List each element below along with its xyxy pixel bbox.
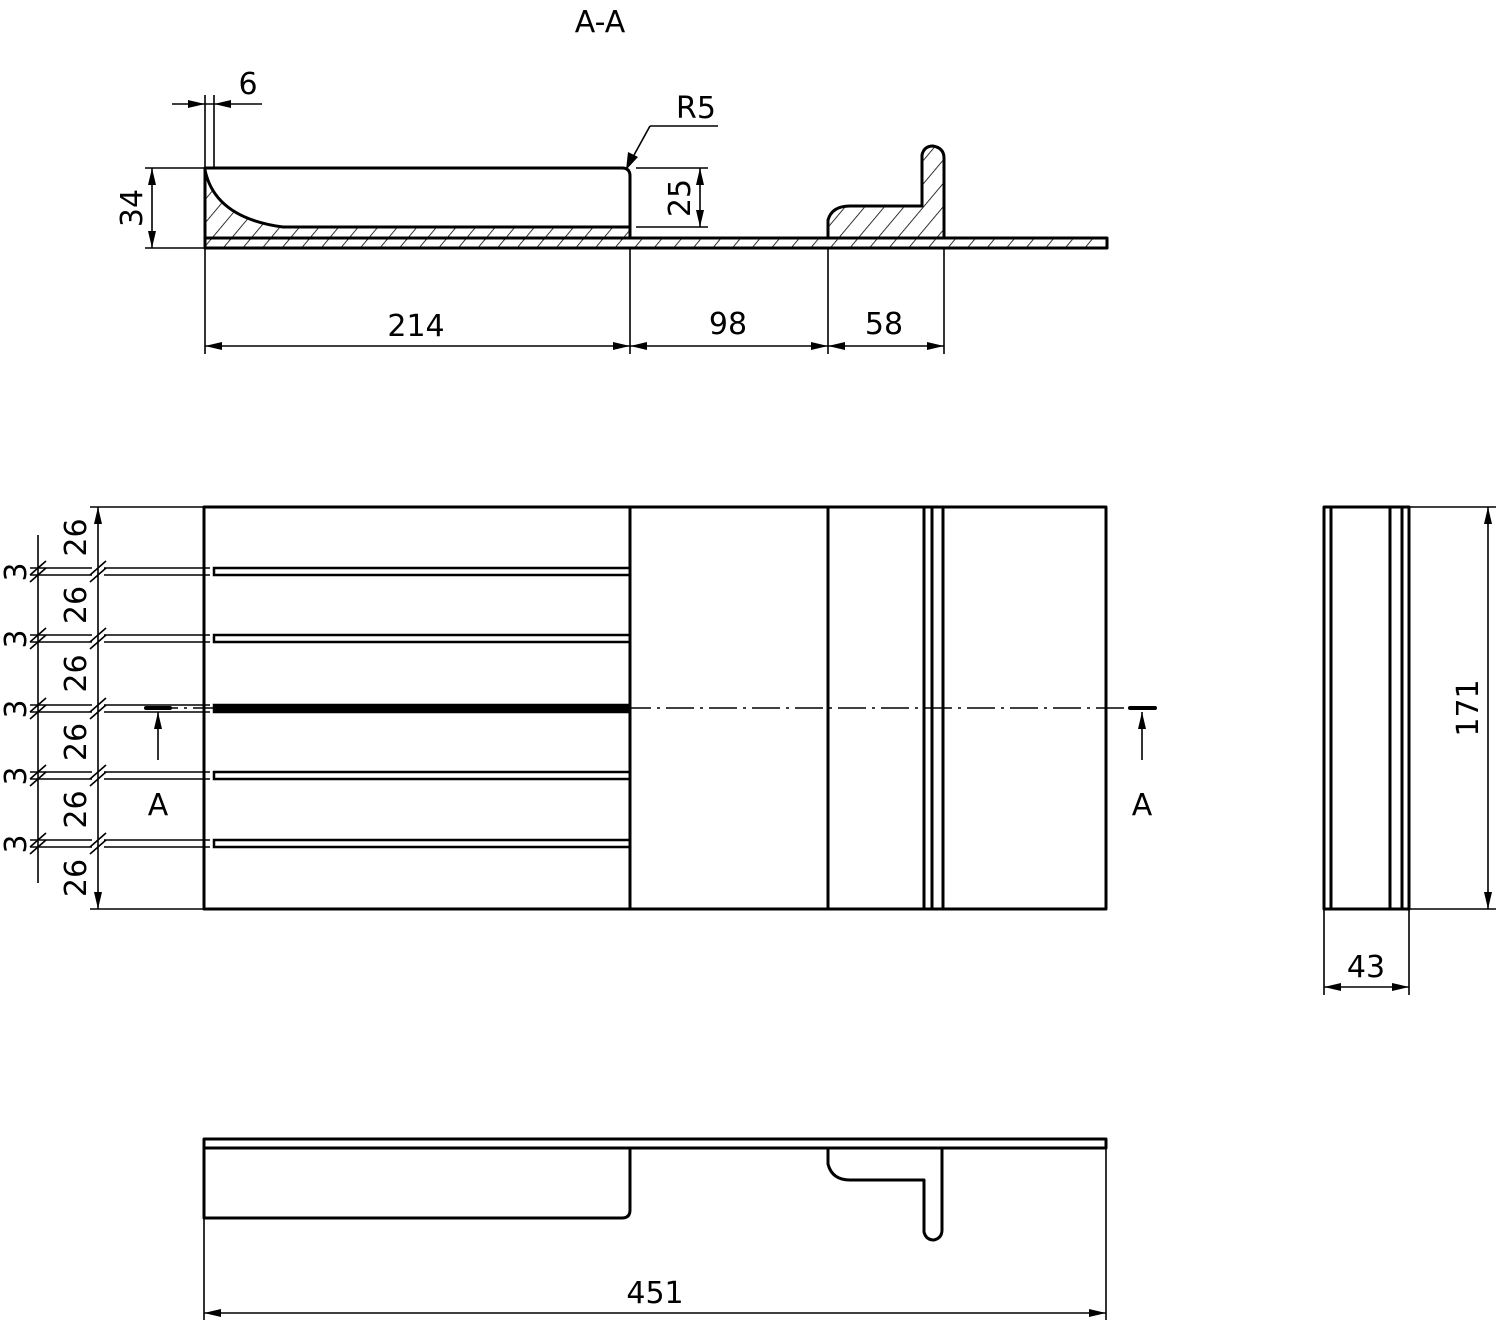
dim-height-text: 34: [115, 189, 150, 227]
dim-slot-text: 3: [0, 834, 34, 853]
dim-tick: [89, 697, 107, 713]
dim-slot-text: 3: [0, 629, 34, 648]
dim-tick: [89, 627, 107, 643]
dim-tick: [29, 839, 47, 855]
dim-pitch-chain: 26 26 26 26 26 26 3 3 3 3 3: [0, 506, 204, 910]
plan-view: A A 26 26 26 26 26 26 3 3 3 3 3: [0, 505, 1157, 911]
dim-tick: [29, 832, 47, 848]
dim-radius: R5: [626, 91, 718, 170]
dim-pitch-text: 26: [59, 790, 94, 828]
dim-tick: [29, 627, 47, 643]
dim-tick: [89, 832, 107, 848]
dim-tick: [89, 771, 107, 787]
dim-insert-height-text: 25: [663, 179, 698, 217]
dim-tick: [89, 567, 107, 583]
section-compartment-outline: [203, 166, 632, 250]
dim-radius-text: R5: [676, 91, 716, 126]
dim-section-widths: 214 98 58: [204, 248, 945, 354]
dim-tick: [29, 634, 47, 650]
dim-width-text: 43: [1347, 950, 1385, 985]
dim-length: 451: [203, 1148, 1107, 1320]
dim-insert-height: 25: [636, 167, 708, 228]
front-compartment: [202, 1146, 632, 1220]
front-top-plate: [202, 1137, 1108, 1150]
dim-tick: [89, 764, 107, 780]
dim-tick: [89, 704, 107, 720]
dim-wall-text: 6: [238, 67, 257, 102]
dim-tick: [89, 634, 107, 650]
section-compartment-floor: [203, 168, 632, 229]
dim-depth-text: 171: [1451, 679, 1486, 736]
dim-pitch-text: 26: [59, 859, 94, 897]
cut-label-right: A: [1132, 788, 1153, 823]
side-view: 171 43: [1322, 505, 1496, 995]
dim-length-text: 451: [626, 1276, 683, 1311]
dim-tick: [89, 560, 107, 576]
dim-wall: 6: [172, 67, 262, 168]
slot: [212, 770, 632, 781]
front-view: 451: [202, 1137, 1108, 1320]
cut-label-left: A: [148, 788, 169, 823]
slot: [212, 838, 632, 849]
dim-tick: [89, 839, 107, 855]
dim-tick: [29, 697, 47, 713]
slot: [212, 633, 632, 644]
dim-pitch-text: 26: [59, 518, 94, 556]
section-compartment-hatch: [205, 170, 630, 240]
cut-arrow-left: [154, 712, 162, 760]
dim-tick: [29, 567, 47, 583]
dim-slot-text: 3: [0, 562, 34, 581]
dim-compartment-text: 214: [387, 309, 444, 344]
dim-depth: 171: [1410, 506, 1496, 910]
cut-arrow-right: [1138, 712, 1146, 760]
dim-width: 43: [1323, 909, 1410, 995]
dim-slot-text: 3: [0, 699, 34, 718]
dim-pitch-text: 26: [59, 654, 94, 692]
section-base-hatch: [205, 239, 1106, 247]
dim-height: 34: [115, 167, 205, 249]
dim-middle-text: 98: [709, 307, 747, 342]
dim-tick: [29, 771, 47, 787]
slot: [212, 566, 632, 577]
front-stop: [826, 1146, 944, 1242]
section-stop-hatch: [828, 146, 944, 238]
dim-tick: [29, 764, 47, 780]
side-outline: [1322, 505, 1411, 911]
dim-pitch-text: 26: [59, 586, 94, 624]
dim-slot-text: 3: [0, 766, 34, 785]
dim-tick: [29, 560, 47, 576]
section-title: A-A: [575, 5, 626, 40]
dim-stop-text: 58: [865, 307, 903, 342]
dim-pitch-text: 26: [59, 723, 94, 761]
dim-tick: [29, 704, 47, 720]
section-view: A-A 6 R5: [115, 5, 1109, 354]
